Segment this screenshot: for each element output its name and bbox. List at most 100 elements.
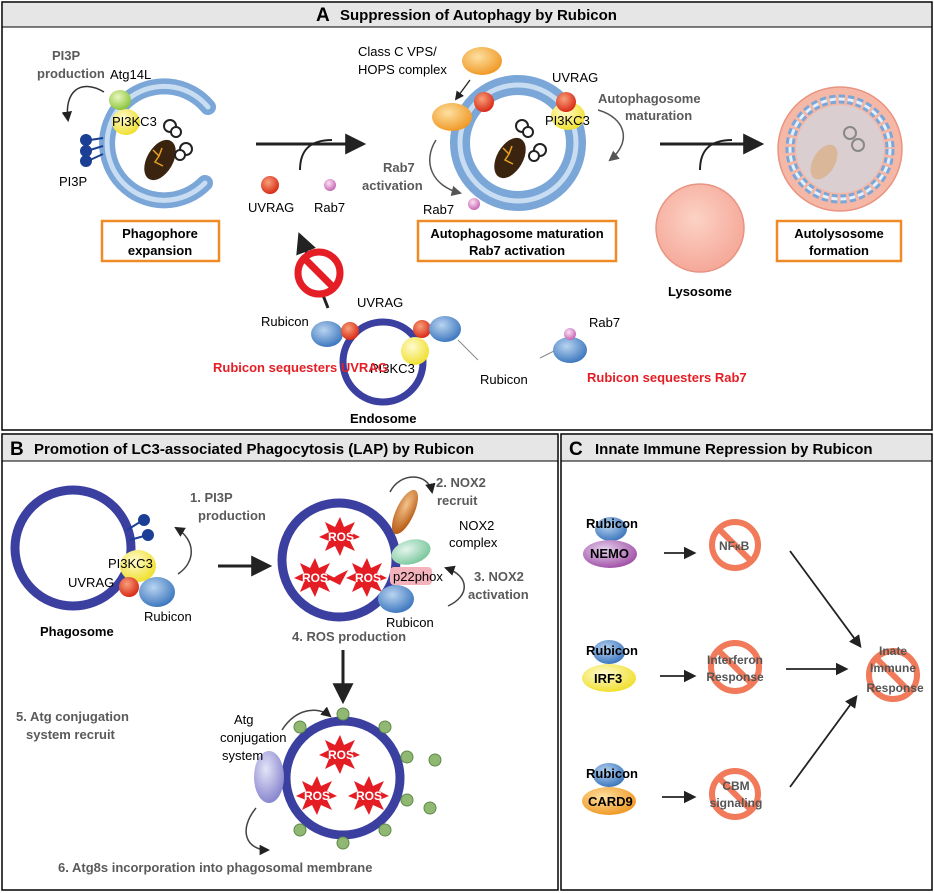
p22phox-label: p22phox <box>393 569 443 584</box>
class-c-label-1: Class C VPS/ <box>358 44 437 59</box>
phagosome-diagram: PI3KC3 UVRAG Rubicon Phagosome 1. PI3P p… <box>10 485 266 639</box>
atg-conj-label-2: conjugation <box>220 730 287 745</box>
nox2-complex-protein <box>391 539 431 565</box>
nox2-complex-label-1: NOX2 <box>459 518 494 533</box>
cbm-label: CBM <box>722 779 749 793</box>
rubicon-sequesters-uvrag-label: Rubicon sequesters UVRAG <box>213 360 388 375</box>
nox2-subunit <box>391 489 419 535</box>
nemo-protein <box>583 540 637 568</box>
interferon-label: Interferon <box>707 653 763 667</box>
panel-a-letter: A <box>316 5 330 26</box>
uvrag-free-protein <box>261 176 279 194</box>
autolysosome-diagram <box>777 86 903 212</box>
ros-label-4: ROS <box>328 748 354 762</box>
step4-label: 4. ROS production <box>292 629 406 644</box>
lysosome-label: Lysosome <box>668 284 732 299</box>
atg14l-label: Atg14L <box>110 67 151 82</box>
rubicon-nemo-protein <box>595 517 627 541</box>
atg-conjugation-system-protein <box>254 751 284 803</box>
ros-label-1: ROS <box>328 530 354 544</box>
card9-row: Rubicon CARD9 CBM signaling <box>582 694 858 820</box>
irf3-protein <box>582 664 636 692</box>
rab7-endosome <box>564 328 576 340</box>
uvrag-bound-left <box>474 92 494 112</box>
atg-conj-label-1: Atg <box>234 712 254 727</box>
autolysosome-formation-box <box>775 219 903 263</box>
cbm-signaling-label: signaling <box>710 796 763 810</box>
pi3p-production-label-2: production <box>37 66 105 81</box>
nemo-label: NEMO <box>590 546 629 561</box>
rubicon-b-label: Rubicon <box>144 609 192 624</box>
pi3kc3-endosome-label: PI3KC3 <box>370 361 415 376</box>
response-label: Response <box>866 681 924 695</box>
pi3kc3-phagosome <box>120 550 156 582</box>
step5-label-1: 5. Atg conjugation <box>16 709 129 724</box>
step1-label-2: production <box>198 508 266 523</box>
ros-label-2: ROS <box>302 571 328 585</box>
phagophore-box-line1: Phagophore <box>122 226 198 241</box>
rab7-endosome-label: Rab7 <box>589 315 620 330</box>
uvrag-bound-right <box>556 92 576 112</box>
rab7-label-2: Rab7 <box>423 202 454 217</box>
pi3kc3-b-label: PI3KC3 <box>108 556 153 571</box>
phagophore-diagram: PI3P production Atg14L PI3KC3 PI3P <box>37 48 216 209</box>
irf3-row: Rubicon IRF3 Interferon Response <box>582 640 849 694</box>
pi3kc3-protein <box>112 109 140 135</box>
rubicon-c-label-2: Rubicon <box>586 643 638 658</box>
uvrag-free-label: UVRAG <box>248 200 294 215</box>
nfkb-label: NFκB <box>719 539 750 553</box>
autolysosome-box-line2: formation <box>809 243 869 258</box>
hops-complex-free <box>462 47 502 75</box>
rab7-activation-label-2: activation <box>362 178 423 193</box>
autophagosome-maturation-box <box>416 219 618 263</box>
panel-b-letter: B <box>10 439 24 460</box>
pi3kc3-label-2: PI3KC3 <box>545 113 590 128</box>
pi3kc3-endosome <box>401 337 429 365</box>
autophagosome-box-line1: Autophagosome maturation <box>430 226 603 241</box>
atg8-dots <box>293 707 442 850</box>
lap-phagosome-diagram: ROS ROS ROS 5. Atg conjugation system re… <box>16 706 442 875</box>
ros-phagosome-diagram: ROS ROS ROS 2. NOX2 recruit NOX2 complex… <box>277 475 529 644</box>
uvrag-endosome-right <box>413 320 431 338</box>
immune-label: Immune <box>870 661 916 675</box>
rab7-free-protein <box>324 179 336 191</box>
autophagosome-maturation-label-2: maturation <box>625 108 692 123</box>
rab7-bound <box>468 198 480 210</box>
panel-a: A Suppression of Autophagy by Rubicon PI… <box>1 1 933 431</box>
panel-b-title: Promotion of LC3-associated Phagocytosis… <box>34 441 474 458</box>
pi3kc3-label: PI3KC3 <box>112 114 157 129</box>
uvrag-phagosome <box>119 577 139 597</box>
panel-c-letter: C <box>569 439 583 460</box>
ros-label-5: ROS <box>304 789 330 803</box>
uvrag-endosome-left <box>341 322 359 340</box>
step5-label-2: system recruit <box>26 727 116 742</box>
rubicon-card9-protein <box>593 763 625 787</box>
nemo-row: Rubicon NEMO NFκB <box>583 516 862 649</box>
endosome-diagram: Rubicon UVRAG PI3KC3 Rubicon Rab7 Rubico… <box>213 295 747 426</box>
autophagosome-maturation-label-1: Autophagosome <box>598 91 701 106</box>
autophagosome-diagram: Class C VPS/ HOPS complex UVRAG PI3KC3 A… <box>358 44 701 217</box>
ros-label-3: ROS <box>355 571 381 585</box>
phagosome-label: Phagosome <box>40 624 114 639</box>
step3-label-1: 3. NOX2 <box>474 569 524 584</box>
panel-b: B Promotion of LC3-associated Phagocytos… <box>1 433 559 891</box>
rubicon-free <box>553 337 587 363</box>
rubicon-c-label-1: Rubicon <box>586 516 638 531</box>
rubicon-endosome-left <box>311 321 343 347</box>
step2-label-2: recruit <box>437 493 478 508</box>
rubicon-phagosome <box>139 577 175 607</box>
rubicon-mid-label: Rubicon <box>480 372 528 387</box>
panel-c: C Innate Immune Repression by Rubicon Ru… <box>560 433 933 891</box>
pi3p-label: PI3P <box>59 174 87 189</box>
panel-c-title: Innate Immune Repression by Rubicon <box>595 441 873 458</box>
phagophore-expansion-box <box>100 219 221 263</box>
interferon-response-label: Response <box>706 670 764 684</box>
no-entry-icon <box>294 248 344 298</box>
pi3p-lipids <box>80 134 104 167</box>
step2-label-1: 2. NOX2 <box>436 475 486 490</box>
atg-conj-label-3: system <box>222 748 263 763</box>
uvrag-label-2: UVRAG <box>552 70 598 85</box>
lysosome <box>655 183 745 273</box>
p22phox-protein <box>390 567 432 585</box>
uvrag-b-label: UVRAG <box>68 575 114 590</box>
